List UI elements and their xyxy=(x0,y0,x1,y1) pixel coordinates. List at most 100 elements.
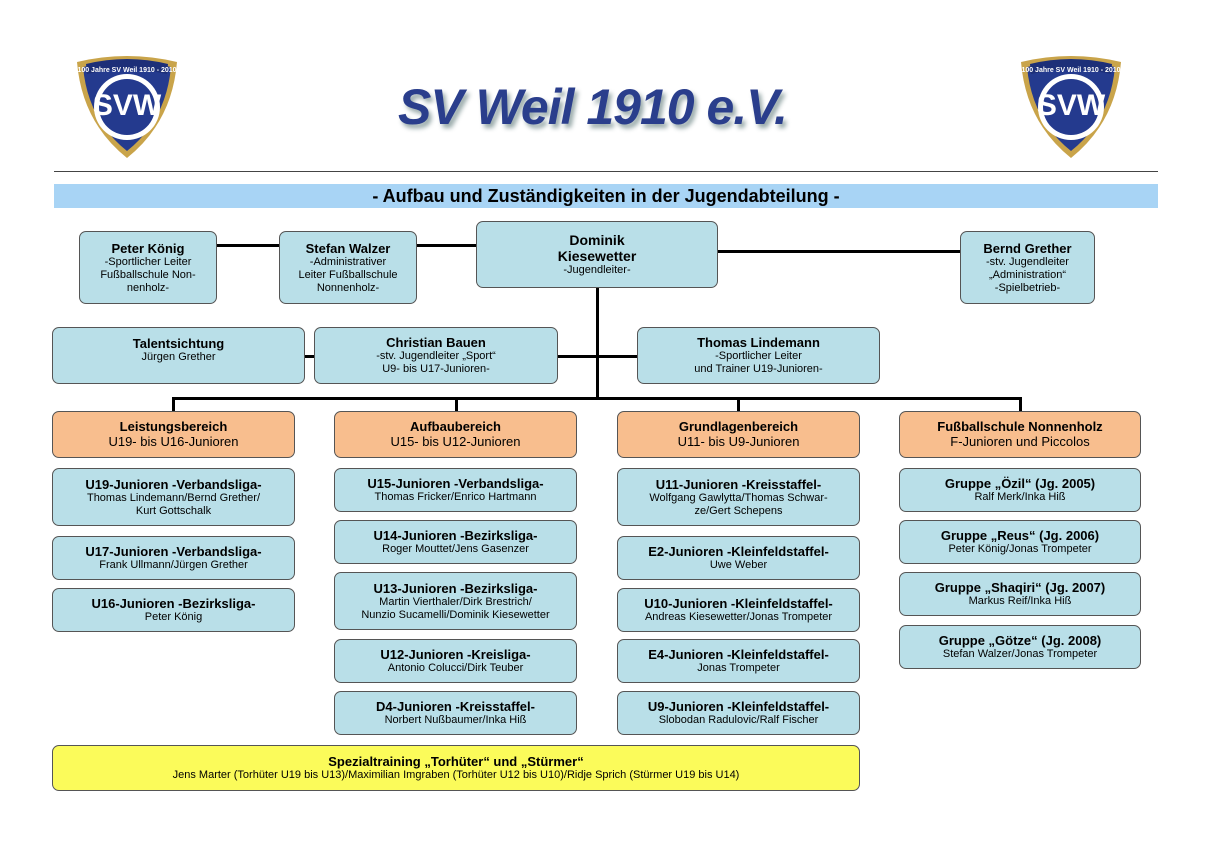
team-staff: Roger Mouttet/Jens Gasenzer xyxy=(382,543,529,555)
team-box: E4-Junioren -Kleinfeldstaffel- Jonas Tro… xyxy=(617,639,860,683)
area-range: U15- bis U12-Junioren xyxy=(390,434,521,449)
connector-line xyxy=(557,355,638,358)
org-box-stefan-walzer: Stefan Walzer -Administrativer Leiter Fu… xyxy=(279,231,417,304)
team-name: U11-Junioren -Kreisstaffel- xyxy=(655,476,822,492)
area-name: Aufbaubereich xyxy=(409,419,501,434)
person-name: Stefan Walzer xyxy=(305,240,391,256)
team-staff: Antonio Colucci/Dirk Teuber xyxy=(387,662,524,674)
team-staff: Andreas Kiesewetter/Jonas Trompeter xyxy=(644,611,833,623)
logo-letters: SVW xyxy=(1037,89,1106,122)
team-staff: Uwe Weber xyxy=(709,559,768,571)
connector-line xyxy=(216,244,280,247)
org-box-peter-koenig: Peter König -Sportlicher Leiter Fußballs… xyxy=(79,231,217,304)
team-box: U17-Junioren -Verbandsliga- Frank Ullman… xyxy=(52,536,295,580)
team-staff: Martin Vierthaler/Dirk Brestrich/ Nunzio… xyxy=(361,595,550,621)
team-box: U14-Junioren -Bezirksliga- Roger Mouttet… xyxy=(334,520,577,564)
team-staff: Ralf Merk/Inka Hiß xyxy=(974,491,1066,503)
team-box: Gruppe „Götze“ (Jg. 2008) Stefan Walzer/… xyxy=(899,625,1141,669)
team-staff: Frank Ullmann/Jürgen Grether xyxy=(99,559,248,571)
area-name: Fußballschule Nonnenholz xyxy=(937,419,1103,434)
team-box: U16-Junioren -Bezirksliga- Peter König xyxy=(52,588,295,632)
team-name: D4-Junioren -Kreisstaffel- xyxy=(376,699,535,714)
team-staff: Peter König xyxy=(144,611,203,623)
team-name: Gruppe „Shaqiri“ (Jg. 2007) xyxy=(934,580,1106,595)
connector-line xyxy=(737,397,740,411)
area-range: U11- bis U9-Junioren xyxy=(677,434,800,449)
area-header-aufbaubereich: Aufbaubereich U15- bis U12-Junioren xyxy=(334,411,577,458)
team-name: U17-Junioren -Verbandsliga- xyxy=(85,544,262,559)
org-box-dominik-kiesewetter: Dominik Kiesewetter -Jugendleiter- xyxy=(476,221,718,288)
logo-ring-text: 100 Jahre SV Weil 1910 - 2010 xyxy=(77,67,176,74)
team-name: U19-Junioren -Verbandsliga- xyxy=(85,476,262,492)
team-box: D4-Junioren -Kreisstaffel- Norbert Nußba… xyxy=(334,691,577,735)
connector-line xyxy=(1019,397,1022,411)
connector-line xyxy=(172,397,175,411)
team-staff: Jonas Trompeter xyxy=(697,662,780,674)
special-training-staff: Jens Marter (Torhüter U19 bis U13)/Maxim… xyxy=(172,769,740,781)
person-name: Talentsichtung xyxy=(132,336,225,351)
team-box: U9-Junioren -Kleinfeldstaffel- Slobodan … xyxy=(617,691,860,735)
connector-line xyxy=(596,287,599,400)
team-box: Gruppe „Reus“ (Jg. 2006) Peter König/Jon… xyxy=(899,520,1141,564)
club-crest-icon: 100 Jahre SV Weil 1910 - 2010 SVW xyxy=(77,56,177,158)
team-name: U13-Junioren -Bezirksliga- xyxy=(373,580,538,596)
page-title: SV Weil 1910 e.V. xyxy=(398,79,788,135)
team-name: Gruppe „Reus“ (Jg. 2006) xyxy=(940,528,1100,543)
logo-ring-text: 100 Jahre SV Weil 1910 - 2010 xyxy=(1021,67,1120,74)
area-header-fussballschule: Fußballschule Nonnenholz F-Junioren und … xyxy=(899,411,1141,458)
team-name: U16-Junioren -Bezirksliga- xyxy=(91,596,256,611)
header-divider xyxy=(54,171,1158,172)
connector-line xyxy=(717,250,961,253)
person-name: Dominik Kiesewetter xyxy=(557,232,637,264)
team-name: U9-Junioren -Kleinfeldstaffel- xyxy=(647,699,830,714)
team-box: U19-Junioren -Verbandsliga- Thomas Linde… xyxy=(52,468,295,526)
area-header-grundlagenbereich: Grundlagenbereich U11- bis U9-Junioren xyxy=(617,411,860,458)
person-role: -Sportlicher Leiter Fußballschule Non- n… xyxy=(100,255,196,294)
team-name: U10-Junioren -Kleinfeldstaffel- xyxy=(644,596,833,611)
team-box: Gruppe „Shaqiri“ (Jg. 2007) Markus Reif/… xyxy=(899,572,1141,616)
club-logo-left: 100 Jahre SV Weil 1910 - 2010 SVW xyxy=(72,52,182,162)
team-name: Gruppe „Özil“ (Jg. 2005) xyxy=(944,476,1096,491)
logo-letters: SVW xyxy=(93,89,162,122)
special-training-title: Spezialtraining „Torhüter“ und „Stürmer“ xyxy=(328,754,584,769)
org-box-bernd-grether: Bernd Grether -stv. Jugendleiter „Admini… xyxy=(960,231,1095,304)
person-name: Peter König xyxy=(111,240,185,256)
org-box-talentsichtung: Talentsichtung Jürgen Grether xyxy=(52,327,305,384)
team-staff: Norbert Nußbaumer/Inka Hiß xyxy=(384,714,527,726)
special-training-box: Spezialtraining „Torhüter“ und „Stürmer“… xyxy=(52,745,860,791)
org-box-thomas-lindemann: Thomas Lindemann -Sportlicher Leiter und… xyxy=(637,327,880,384)
team-box: U13-Junioren -Bezirksliga- Martin Vierth… xyxy=(334,572,577,630)
person-name: Christian Bauen xyxy=(386,335,486,350)
club-logo-right: 100 Jahre SV Weil 1910 - 2010 SVW xyxy=(1016,52,1126,162)
team-staff: Peter König/Jonas Trompeter xyxy=(948,543,1092,555)
connector-line xyxy=(172,397,1021,400)
team-box: U10-Junioren -Kleinfeldstaffel- Andreas … xyxy=(617,588,860,632)
area-name: Grundlagenbereich xyxy=(678,419,799,434)
team-box: U12-Junioren -Kreisliga- Antonio Colucci… xyxy=(334,639,577,683)
person-name: Bernd Grether xyxy=(983,240,1072,256)
team-name: E4-Junioren -Kleinfeldstaffel- xyxy=(648,647,829,662)
person-role: -Jugendleiter- xyxy=(563,264,631,276)
team-staff: Wolfgang Gawlytta/Thomas Schwar- ze/Gert… xyxy=(649,491,828,517)
team-staff: Slobodan Radulovic/Ralf Fischer xyxy=(658,714,819,726)
area-header-leistungsbereich: Leistungsbereich U19- bis U16-Junioren xyxy=(52,411,295,458)
person-role: -Sportlicher Leiter und Trainer U19-Juni… xyxy=(694,350,823,375)
team-box: U11-Junioren -Kreisstaffel- Wolfgang Gaw… xyxy=(617,468,860,526)
team-name: U14-Junioren -Bezirksliga- xyxy=(373,528,538,543)
org-box-christian-bauen: Christian Bauen -stv. Jugendleiter „Spor… xyxy=(314,327,558,384)
area-range: U19- bis U16-Junioren xyxy=(108,434,239,449)
person-role: Jürgen Grether xyxy=(141,351,216,363)
connector-line xyxy=(455,397,458,411)
area-range: F-Junioren und Piccolos xyxy=(950,434,1090,449)
team-name: E2-Junioren -Kleinfeldstaffel- xyxy=(648,544,829,559)
team-staff: Thomas Fricker/Enrico Hartmann xyxy=(374,491,537,503)
team-staff: Thomas Lindemann/Bernd Grether/ Kurt Got… xyxy=(86,491,261,517)
area-name: Leistungsbereich xyxy=(119,419,228,434)
person-name: Thomas Lindemann xyxy=(697,335,820,350)
connector-line xyxy=(305,355,315,358)
connector-line xyxy=(416,244,476,247)
person-role: -stv. Jugendleiter „Sport“ U9- bis U17-J… xyxy=(376,350,496,375)
team-staff: Stefan Walzer/Jonas Trompeter xyxy=(942,648,1098,660)
team-box: Gruppe „Özil“ (Jg. 2005) Ralf Merk/Inka … xyxy=(899,468,1141,512)
club-crest-icon: 100 Jahre SV Weil 1910 - 2010 SVW xyxy=(1021,56,1121,158)
